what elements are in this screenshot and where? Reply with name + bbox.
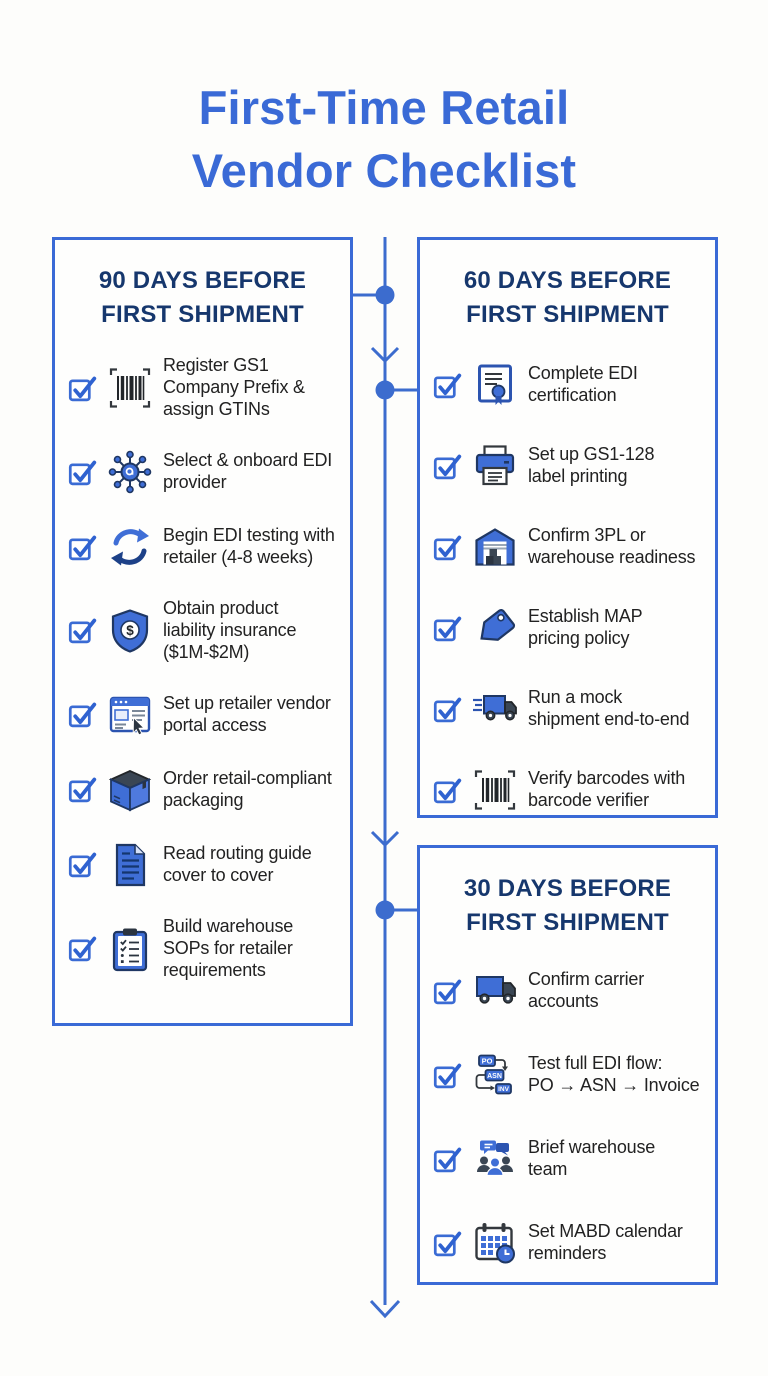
checkbox-checked-icon[interactable] (68, 934, 97, 963)
checklist-item: Confirm carrier accounts (433, 967, 709, 1015)
item-label: Begin EDI testing with retailer (4-8 wee… (163, 525, 335, 568)
warehouse-icon (471, 523, 519, 571)
arrow-down-icon (369, 1299, 401, 1319)
checkbox-checked-icon[interactable] (433, 452, 462, 481)
checkbox-checked-icon[interactable] (433, 1229, 462, 1258)
vendor-portal-icon (106, 691, 154, 739)
checkbox-checked-icon[interactable] (68, 700, 97, 729)
checklist-item: Complete EDI certification (433, 361, 709, 409)
item-label: Set up GS1-128 label printing (528, 444, 655, 487)
item-label: Read routing guide cover to cover (163, 842, 312, 885)
section-heading: 60 DAYS BEFORE FIRST SHIPMENT (463, 267, 672, 328)
carrier-truck-icon (471, 967, 519, 1015)
item-label: Select & onboard EDI provider (163, 450, 333, 493)
timeline-node (375, 285, 395, 305)
item-label: Register GS1 Company Prefix & assign GTI… (163, 355, 305, 420)
shipping-truck-icon (471, 685, 519, 733)
checklist: Register GS1 Company Prefix & assign GTI… (55, 331, 350, 982)
section-heading: 30 DAYS BEFORE FIRST SHIPMENT (463, 875, 672, 936)
arrow-down-icon (370, 346, 400, 364)
checklist-item: Read routing guide cover to cover (68, 841, 344, 889)
edi-flow-icon: PO ASN INV (471, 1051, 519, 1099)
checklist-item: Confirm 3PL or warehouse readiness (433, 523, 709, 571)
sync-arrows-icon (106, 523, 154, 571)
checkbox-checked-icon[interactable] (68, 775, 97, 804)
svg-text:INV: INV (498, 1086, 510, 1093)
checklist-item: Run a mock shipment end-to-end (433, 685, 709, 733)
svg-text:$: $ (126, 623, 134, 638)
svg-text:PO: PO (482, 1056, 493, 1065)
page-title: First-Time Retail Vendor Checklist (191, 81, 577, 197)
item-label: Order retail-compliant packaging (163, 767, 332, 810)
item-label: Run a mock shipment end-to-end (528, 687, 690, 730)
timeline-node (375, 380, 395, 400)
item-label: Confirm 3PL or warehouse readiness (528, 525, 696, 568)
checkbox-checked-icon[interactable] (433, 695, 462, 724)
section-30-days: 30 DAYS BEFORE FIRST SHIPMENT Confirm ca… (417, 845, 718, 1285)
item-label: Test full EDI flow: PO → ASN → Invoice (528, 1053, 700, 1096)
checklist-item: $ Obtain product liability insurance ($1M… (68, 598, 344, 664)
checkbox-checked-icon[interactable] (68, 374, 97, 403)
section-heading: 90 DAYS BEFORE FIRST SHIPMENT (98, 267, 307, 328)
svg-text:ASN: ASN (487, 1073, 502, 1080)
item-label: Obtain product liability insurance ($1M-… (163, 598, 297, 662)
checklist-item: Build warehouse SOPs for retailer requir… (68, 916, 344, 982)
item-label: Build warehouse SOPs for retailer requir… (163, 915, 294, 980)
certificate-icon (471, 361, 519, 409)
item-label: Complete EDI certification (528, 363, 638, 406)
printer-icon (471, 442, 519, 490)
item-label: Establish MAP pricing policy (528, 606, 643, 649)
document-icon (106, 841, 154, 889)
checklist-item: Verify barcodes with barcode verifier (433, 766, 709, 814)
clipboard-sop-icon (106, 925, 154, 973)
checklist-item: Brief warehouse team (433, 1135, 709, 1183)
timeline-node (375, 900, 395, 920)
checkbox-checked-icon[interactable] (433, 977, 462, 1006)
checklist-item: Begin EDI testing with retailer (4-8 wee… (68, 523, 344, 571)
checklist-item: Order retail-compliant packaging (68, 766, 344, 814)
package-box-icon (106, 766, 154, 814)
checkbox-checked-icon[interactable] (68, 616, 97, 645)
checklist-item: Set MABD calendar reminders (433, 1219, 709, 1267)
edi-network-icon (106, 448, 154, 496)
item-label: Brief warehouse team (528, 1137, 656, 1180)
checklist-item: Set up GS1-128 label printing (433, 442, 709, 490)
checkbox-checked-icon[interactable] (433, 371, 462, 400)
checkbox-checked-icon[interactable] (433, 1145, 462, 1174)
item-label: Set MABD calendar reminders (528, 1221, 683, 1264)
team-briefing-icon (471, 1135, 519, 1183)
checkbox-checked-icon[interactable] (68, 533, 97, 562)
checklist-item: Select & onboard EDI provider (68, 448, 344, 496)
barcode-verifier-icon (471, 766, 519, 814)
item-label: Verify barcodes with barcode verifier (528, 768, 686, 811)
price-tag-icon (471, 604, 519, 652)
item-label: Confirm carrier accounts (528, 969, 645, 1012)
barcode-icon (106, 364, 154, 412)
checkbox-checked-icon[interactable] (68, 458, 97, 487)
checkbox-checked-icon[interactable] (68, 850, 97, 879)
section-60-days: 60 DAYS BEFORE FIRST SHIPMENT Complete E… (417, 237, 718, 818)
calendar-clock-icon (471, 1219, 519, 1267)
checkbox-checked-icon[interactable] (433, 776, 462, 805)
shield-dollar-icon: $ (106, 607, 154, 655)
checklist-item: Establish MAP pricing policy (433, 604, 709, 652)
checkbox-checked-icon[interactable] (433, 1061, 462, 1090)
item-label: Set up retailer vendor portal access (163, 692, 331, 735)
arrow-down-icon (370, 830, 400, 848)
checklist-item: PO ASN INV Test full EDI flow: PO → ASN → I… (433, 1051, 709, 1099)
section-90-days: 90 DAYS BEFORE FIRST SHIPMENT Register G… (52, 237, 353, 1026)
checkbox-checked-icon[interactable] (433, 614, 462, 643)
checklist-item: Set up retailer vendor portal access (68, 691, 344, 739)
checklist-item: Register GS1 Company Prefix & assign GTI… (68, 355, 344, 421)
checkbox-checked-icon[interactable] (433, 533, 462, 562)
